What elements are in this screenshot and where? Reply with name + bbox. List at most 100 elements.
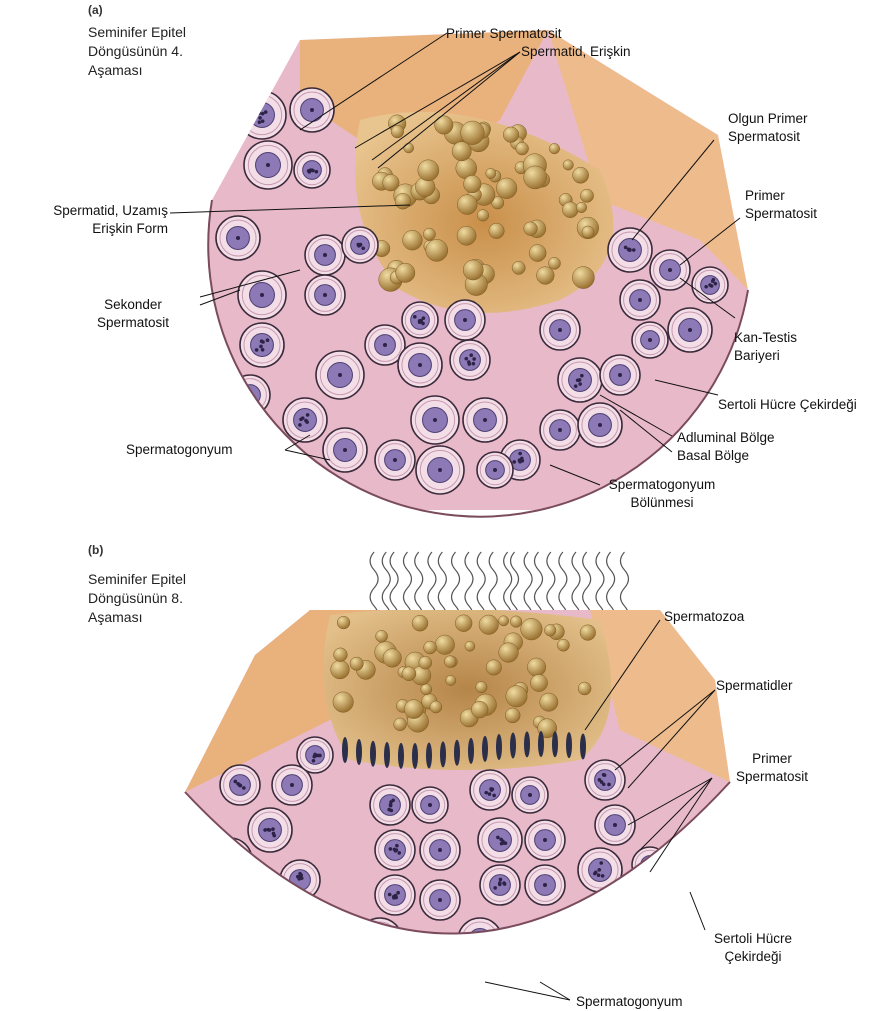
germ-cell xyxy=(650,250,690,290)
spermatid-head xyxy=(510,732,516,758)
label-spermatogonyum-b: Spermatogonyum xyxy=(576,993,683,1011)
residual-body xyxy=(337,616,350,629)
label-spermatid-eriskin: Spermatid, Erişkin xyxy=(521,43,631,61)
residual-body xyxy=(376,630,388,642)
residual-body xyxy=(395,193,411,209)
residual-body xyxy=(499,643,519,663)
spermatid-head xyxy=(370,741,376,767)
primary-spermatocyte xyxy=(590,905,630,945)
label-sertoli-hucre-cekirdegi-b: Sertoli Hücre Çekirdeği xyxy=(698,930,808,966)
spermatid-head xyxy=(468,738,474,764)
primary-spermatocyte xyxy=(480,865,520,905)
spermatid-head xyxy=(482,736,488,762)
germ-cell xyxy=(463,398,507,442)
label-basal-bolge: Basal Bölge xyxy=(677,447,749,465)
spermatid-head xyxy=(552,731,558,757)
residual-body xyxy=(506,686,527,707)
label-primer-spermatosit-right: Primer Spermatosit xyxy=(745,187,817,223)
label-sekonder-spermatosit: Sekonder Spermatosit xyxy=(68,296,198,332)
residual-body xyxy=(333,692,353,712)
label-kan-testis-bariyeri: Kan-Testis Bariyeri xyxy=(734,329,797,365)
residual-body xyxy=(486,660,502,676)
label-primer-spermatosit-b: Primer Spermatosit xyxy=(712,750,832,786)
primary-spermatocyte xyxy=(370,785,410,825)
residual-body xyxy=(562,202,578,218)
residual-body xyxy=(424,641,437,654)
germ-cell xyxy=(620,280,660,320)
spermatid-head xyxy=(566,732,572,758)
germ-cell xyxy=(540,310,580,350)
germ-cell xyxy=(216,216,260,260)
panel-b: (b) Seminifer Epitel Döngüsünün 8. Aşama… xyxy=(0,520,880,1009)
residual-body xyxy=(391,125,404,138)
primary-spermatocyte xyxy=(692,267,728,303)
label-spermatogonyum-a: Spermatogonyum xyxy=(126,441,233,459)
residual-body xyxy=(435,635,454,654)
label-olgun-primer-spermatosit: Olgun Primer Spermatosit xyxy=(728,110,808,146)
germ-cell xyxy=(578,403,622,447)
residual-body xyxy=(544,625,556,637)
primary-spermatocyte xyxy=(297,737,333,773)
germ-cell xyxy=(477,452,513,488)
residual-body xyxy=(430,701,442,713)
residual-body xyxy=(412,615,428,631)
residual-body xyxy=(576,202,586,212)
germ-cell xyxy=(208,838,252,882)
residual-body xyxy=(383,174,400,191)
germ-cell xyxy=(632,322,668,358)
residual-body xyxy=(463,260,483,280)
residual-body xyxy=(426,239,448,261)
residual-body xyxy=(464,175,482,193)
spermatid-head xyxy=(440,741,446,767)
residual-body xyxy=(573,167,589,183)
primary-spermatocyte xyxy=(470,770,510,810)
germ-cell xyxy=(420,830,460,870)
residual-body xyxy=(510,616,522,628)
primary-spermatocyte xyxy=(450,340,490,380)
germ-cell xyxy=(412,787,448,823)
residual-body xyxy=(444,656,456,668)
residual-body xyxy=(572,267,594,289)
residual-body xyxy=(527,658,545,676)
germ-cell xyxy=(668,308,712,352)
germ-cell xyxy=(398,343,442,387)
germ-cell xyxy=(242,880,282,920)
spermatid-head xyxy=(356,739,362,765)
residual-body xyxy=(530,674,547,691)
residual-body xyxy=(476,681,487,692)
germ-cell xyxy=(510,930,550,970)
primary-spermatocyte xyxy=(248,808,292,852)
spermatid-head xyxy=(580,734,586,760)
germ-cell xyxy=(416,446,464,494)
residual-body xyxy=(521,618,543,640)
residual-body xyxy=(403,230,423,250)
residual-body xyxy=(423,228,435,240)
residual-body xyxy=(418,160,439,181)
primary-spermatocyte xyxy=(294,152,330,188)
residual-body xyxy=(402,667,416,681)
spermatid-head xyxy=(384,742,390,768)
residual-body xyxy=(421,684,432,695)
germ-cell xyxy=(238,271,286,319)
germ-cell xyxy=(316,351,364,399)
primary-spermatocyte xyxy=(478,818,522,862)
residual-body xyxy=(503,127,519,143)
germ-cell xyxy=(244,141,292,189)
residual-body xyxy=(578,682,591,695)
label-spermatidler: Spermatidler xyxy=(716,677,793,695)
label-sertoli-hucre-cekirdegi: Sertoli Hücre Çekirdeği xyxy=(718,396,857,414)
residual-body xyxy=(496,178,517,199)
residual-body xyxy=(457,195,477,215)
panel-a-tubule-section xyxy=(200,20,760,510)
germ-cell xyxy=(290,88,334,132)
residual-body xyxy=(331,660,350,679)
germ-cell xyxy=(305,235,345,275)
residual-body xyxy=(489,223,504,238)
primary-spermatocyte xyxy=(375,830,415,870)
label-spermatozoa: Spermatozoa xyxy=(664,608,744,626)
residual-body xyxy=(516,142,529,155)
spermatid-head xyxy=(524,731,530,757)
spermatid-head xyxy=(426,742,432,768)
residual-body xyxy=(580,625,596,641)
primary-spermatocyte xyxy=(458,918,502,962)
